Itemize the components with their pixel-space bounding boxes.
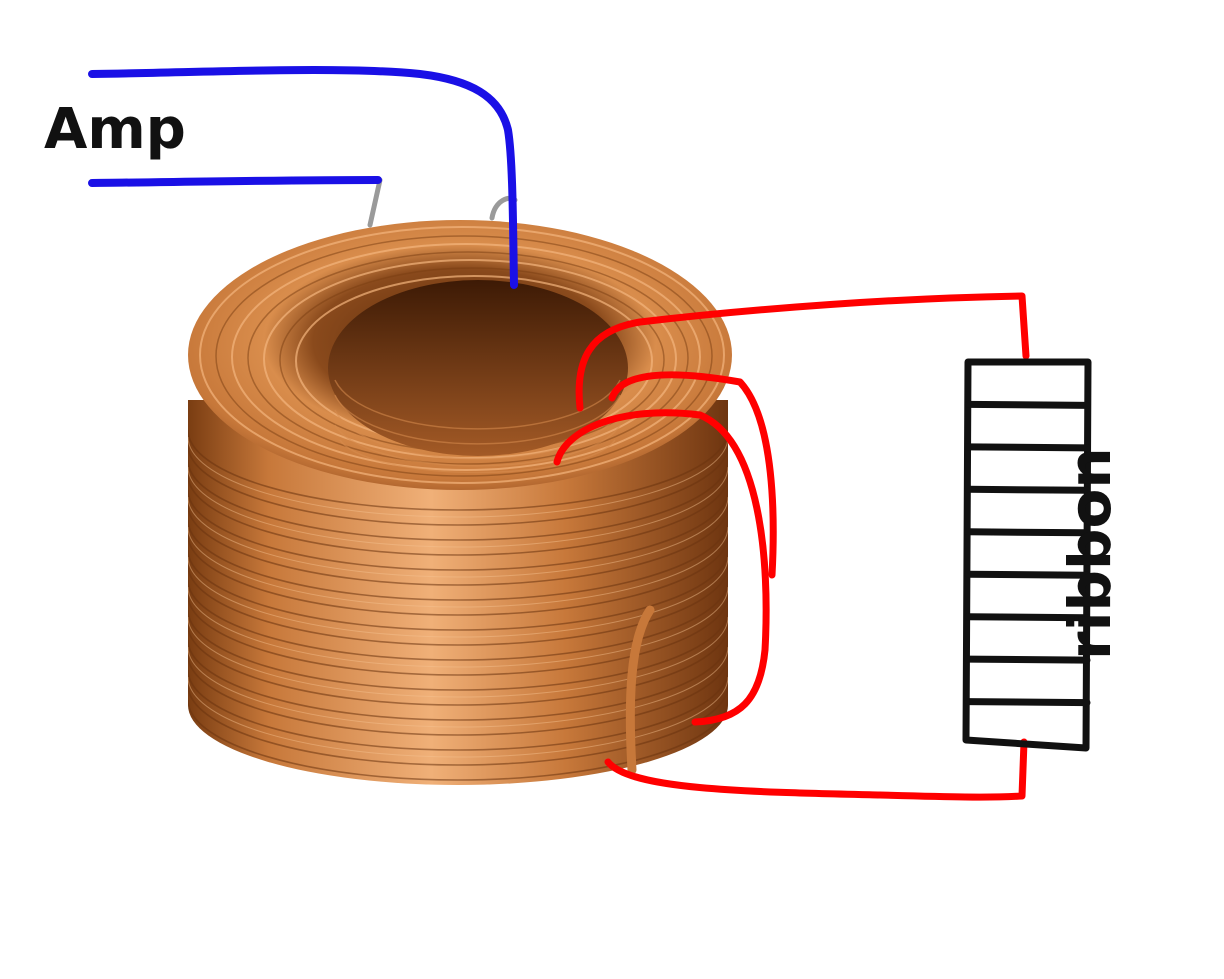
coil-side-windings [188,429,728,781]
ribbon-wire-top [575,292,1030,412]
ribbon-segment-divider [964,570,1091,579]
coil-lead-wire [625,605,655,775]
ribbon-segment-divider [964,655,1091,664]
ribbon-segment-divider [964,443,1091,452]
ribbon-wire-bottom [604,738,1028,801]
ribbon-segment-divider [964,485,1091,494]
ribbon-segments [964,400,1091,707]
amp-label: Amp [44,97,186,162]
coil-side [188,400,728,785]
amp-wires [88,65,518,289]
ribbon-segment-divider [964,698,1091,707]
coil-center-hole [328,280,628,456]
ribbon-wires [553,292,1030,801]
ribbon-segment-divider [964,528,1091,537]
amp-wire-top [88,65,518,289]
copper-coil-icon [188,177,732,785]
amp-wire-bottom [88,176,382,187]
coil-loop-1 [608,371,777,579]
ribbon-segment-divider [964,613,1091,622]
coil-lead-left [367,177,383,228]
ribbon-label: ribbon [1056,447,1124,660]
ribbon-segment-divider [964,400,1091,409]
coil-loop-2 [553,409,770,726]
ribbon-element-icon [962,358,1092,752]
